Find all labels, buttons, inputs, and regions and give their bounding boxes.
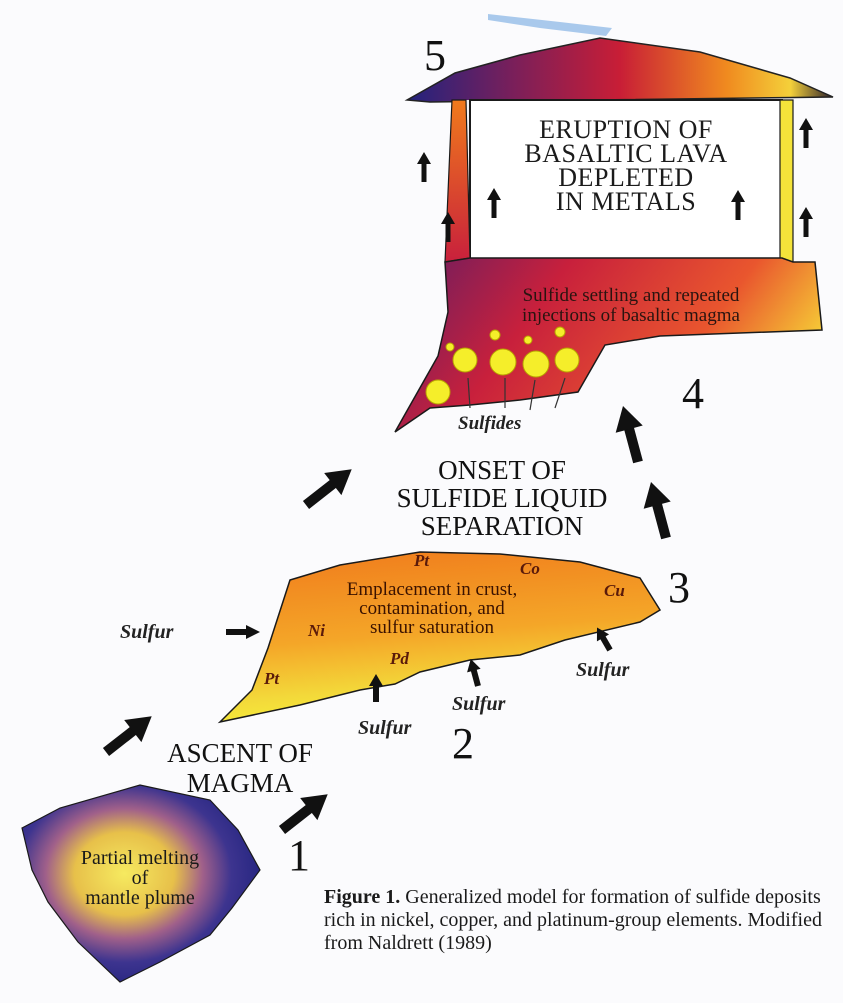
settling-line: injections of basaltic magma bbox=[446, 306, 816, 326]
onset-line: ONSET OF bbox=[352, 456, 652, 484]
stage-number-2: 2 bbox=[452, 722, 474, 766]
arrow-eruption bbox=[799, 118, 813, 148]
figure-caption: Figure 1. Generalized model for formatio… bbox=[324, 886, 834, 955]
sulfur-label-left: Sulfur bbox=[120, 622, 173, 642]
stage-number-5: 5 bbox=[424, 34, 446, 78]
partial-melting-label: Partial melting of mantle plume bbox=[22, 848, 258, 908]
arrow-onset-left bbox=[297, 458, 360, 516]
onset-line: SEPARATION bbox=[352, 512, 652, 540]
sulfides-label: Sulfides bbox=[458, 414, 521, 433]
ascent-line: MAGMA bbox=[140, 768, 340, 798]
element-co: Co bbox=[520, 560, 540, 577]
emplacement-line: Emplacement in crust, bbox=[282, 580, 582, 599]
partial-melting-line: Partial melting bbox=[22, 848, 258, 868]
sulfide-drop bbox=[453, 348, 477, 372]
eruption-line: IN METALS bbox=[496, 190, 756, 214]
stage-number-4: 4 bbox=[682, 372, 704, 416]
settling-line: Sulfide settling and repeated bbox=[446, 286, 816, 306]
sulfide-drop bbox=[555, 348, 579, 372]
arrow-sulfur-mid bbox=[464, 657, 485, 688]
stage-number-1: 1 bbox=[288, 834, 310, 878]
sulfide-drop bbox=[524, 336, 532, 344]
caption-figure-number: Figure 1. bbox=[324, 886, 400, 908]
emplacement-label: Emplacement in crust, contamination, and… bbox=[282, 580, 582, 637]
emplacement-line: contamination, and bbox=[282, 599, 582, 618]
arrow-eruption bbox=[799, 207, 813, 237]
sulfur-label-bottom: Sulfur bbox=[358, 718, 411, 738]
sulfide-drop bbox=[446, 343, 454, 351]
ascent-label: ASCENT OF MAGMA bbox=[140, 738, 340, 798]
onset-label: ONSET OF SULFIDE LIQUID SEPARATION bbox=[352, 456, 652, 540]
arrow-sulfur-left bbox=[226, 625, 260, 639]
eruption-label: ERUPTION OF BASALTIC LAVA DEPLETED IN ME… bbox=[496, 118, 756, 214]
element-pt-top: Pt bbox=[414, 552, 429, 569]
element-pd: Pd bbox=[390, 650, 409, 667]
sulfide-drop bbox=[523, 351, 549, 377]
partial-melting-line: mantle plume bbox=[22, 888, 258, 908]
eruption-roof bbox=[407, 38, 833, 102]
partial-melting-line: of bbox=[22, 868, 258, 888]
element-pt-left: Pt bbox=[264, 670, 279, 687]
arrow-eruption bbox=[417, 152, 431, 182]
sulfide-drop bbox=[555, 327, 565, 337]
onset-line: SULFIDE LIQUID bbox=[352, 484, 652, 512]
sulfide-drop bbox=[426, 380, 450, 404]
sulfide-drop bbox=[490, 330, 500, 340]
stage-number-3: 3 bbox=[668, 566, 690, 610]
settling-label: Sulfide settling and repeated injections… bbox=[446, 286, 816, 326]
ascent-line: ASCENT OF bbox=[140, 738, 340, 768]
sulfur-label-mid: Sulfur bbox=[452, 694, 505, 714]
sulfur-label-right: Sulfur bbox=[576, 660, 629, 680]
emplacement-line: sulfur saturation bbox=[282, 618, 582, 637]
right-conduit bbox=[780, 100, 793, 262]
sky-streak bbox=[488, 14, 612, 36]
sulfide-drop bbox=[490, 349, 516, 375]
element-cu: Cu bbox=[604, 582, 625, 599]
